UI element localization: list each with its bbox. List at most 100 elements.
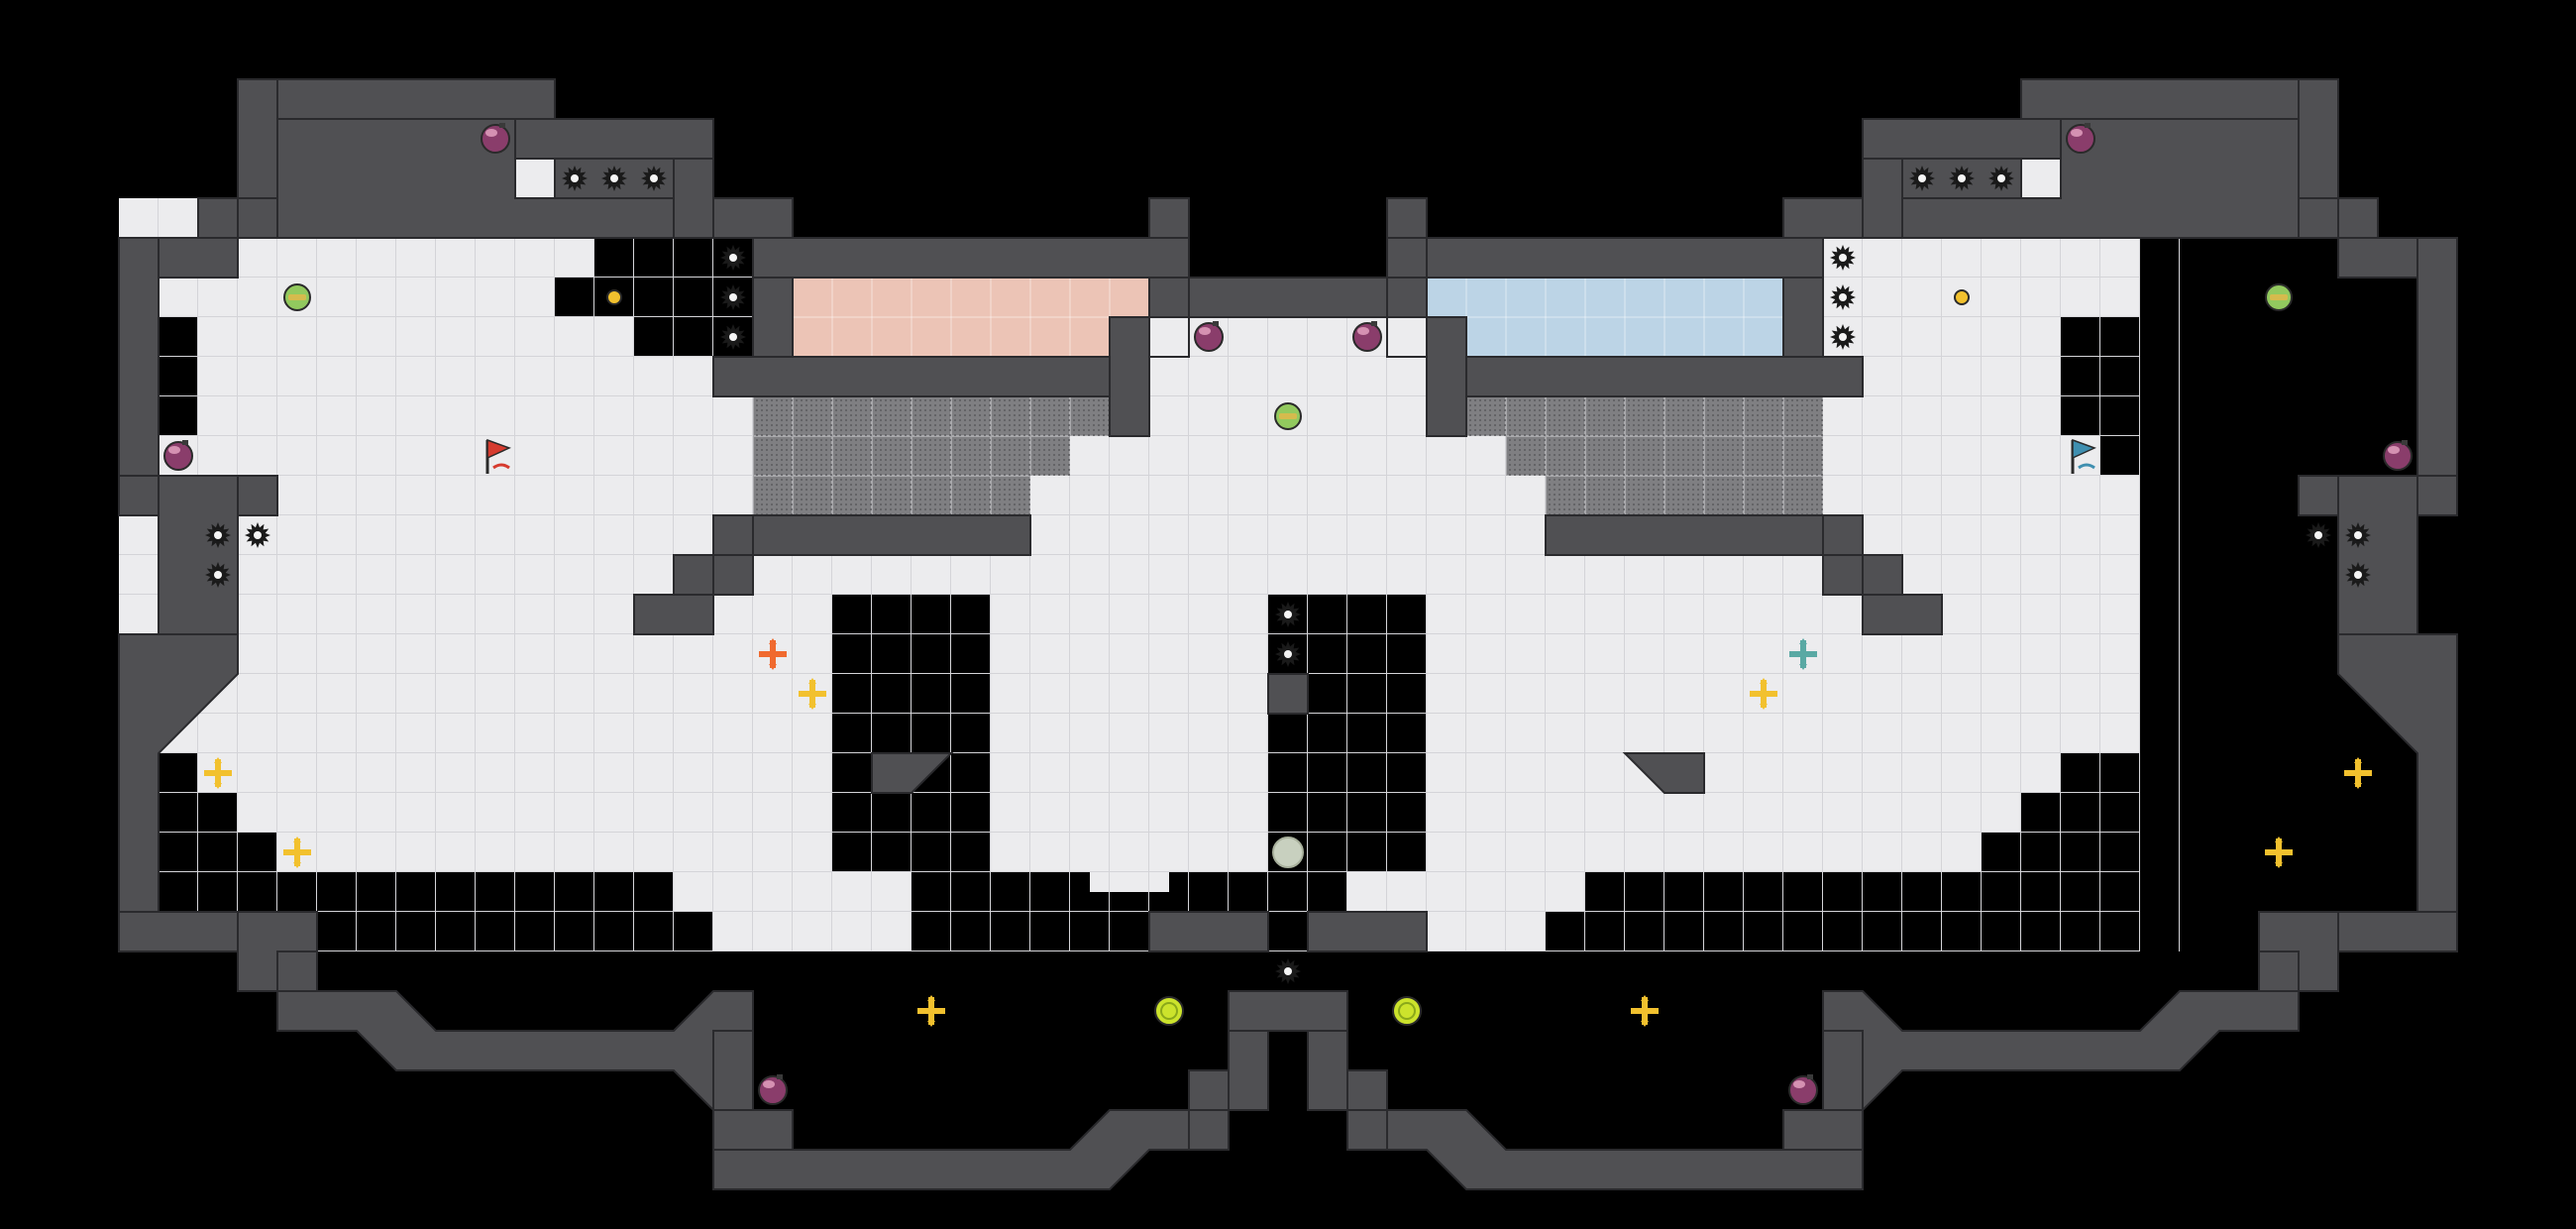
powerup-orb-icon [2265, 283, 2293, 311]
boost-icon [2344, 757, 2372, 789]
spike-icon [641, 166, 667, 191]
walls [118, 78, 2458, 1190]
inner-wall [1109, 316, 1150, 437]
button-icon [1954, 289, 1970, 305]
floor-tile [1546, 833, 1982, 872]
outer-wall [158, 475, 239, 635]
boost-icon [283, 837, 311, 868]
spike-icon [720, 324, 746, 350]
outer-wall [237, 78, 278, 199]
outer-wall [712, 1109, 794, 1151]
bomb-icon [163, 440, 193, 471]
outer-wall [1386, 237, 1824, 279]
boost-icon [917, 995, 945, 1027]
spike-icon [720, 245, 746, 271]
outer-wall [118, 237, 160, 516]
outer-wall [2020, 78, 2339, 120]
speed-tile [753, 436, 1070, 476]
spike-icon [2345, 522, 2371, 548]
outer-wall [1862, 118, 2062, 160]
floor-tile [119, 278, 555, 317]
boost-icon [2265, 837, 2293, 868]
outer-wall [2337, 475, 2418, 635]
speed-tile [753, 396, 1110, 436]
void-area [119, 79, 238, 198]
floor-tile [713, 912, 912, 951]
outer-wall [2416, 237, 2458, 516]
inner-wall [633, 594, 714, 635]
inner-wall [1426, 316, 1467, 437]
spike-icon [2345, 562, 2371, 588]
powerup-orb-icon [283, 283, 311, 311]
spike-icon [1830, 284, 1856, 310]
outer-wall [514, 118, 714, 160]
speed-tile [1506, 436, 1823, 476]
inner-wall [871, 752, 954, 794]
outer-wall [1782, 1109, 1864, 1151]
spike-icon [2306, 522, 2331, 548]
outer-wall [237, 78, 556, 120]
spike-icon [1275, 602, 1301, 627]
inner-wall [1148, 197, 1190, 239]
spike-icon [1949, 166, 1975, 191]
inner-wall [1426, 356, 1864, 397]
boost-icon [204, 757, 232, 789]
red-boost-icon [759, 638, 787, 670]
center-stem-wall [1148, 911, 1269, 952]
boost-icon [1631, 995, 1659, 1027]
outer-wall [673, 158, 714, 239]
speed-tile [1546, 476, 1823, 515]
red-flag-icon [485, 438, 511, 474]
bomb-icon [2066, 123, 2095, 154]
button-icon [606, 289, 622, 305]
spike-icon [245, 522, 270, 548]
center-floor [1090, 833, 1169, 892]
spike-icon [1275, 958, 1301, 984]
bomb-icon [758, 1074, 788, 1105]
spike-icon [1909, 166, 1935, 191]
outer-wall [1782, 197, 1864, 239]
gate-icon [1392, 996, 1422, 1026]
blue-flag-icon [2071, 438, 2096, 474]
outer-wall [1862, 158, 1903, 239]
inner-wall [712, 356, 1150, 397]
void-area [2457, 0, 2576, 1229]
floor-tile [198, 317, 634, 357]
void-area [0, 0, 2576, 79]
spike-icon [1988, 166, 2014, 191]
void-area [0, 1189, 2576, 1229]
outer-wall [712, 197, 794, 239]
bomb-icon [1788, 1074, 1818, 1105]
portal-icon [1272, 837, 1304, 868]
spike-icon [720, 284, 746, 310]
bomb-icon [1352, 321, 1382, 352]
blue-boost-icon [1789, 638, 1817, 670]
inner-wall [1862, 594, 1943, 635]
boost-icon [1750, 678, 1777, 710]
spike-icon [562, 166, 588, 191]
void-area [0, 0, 119, 1229]
gate-icon [1154, 996, 1184, 1026]
spike-icon [205, 562, 231, 588]
spike-icon [1830, 324, 1856, 350]
center-stem-wall [1307, 911, 1428, 952]
powerup-orb-icon [1274, 402, 1302, 430]
speed-tile [753, 476, 1030, 515]
bomb-icon [481, 123, 510, 154]
entities [163, 123, 2413, 1105]
center-stem-wall [1228, 990, 1348, 1032]
outer-wall [752, 237, 1190, 279]
inner-wall [712, 514, 1031, 556]
center-block-wall [1267, 673, 1309, 715]
boost-icon [799, 678, 826, 710]
speed-tile [1466, 396, 1823, 436]
bomb-icon [2383, 440, 2413, 471]
inner-wall [1545, 514, 1864, 556]
outer-wall [2298, 78, 2339, 199]
void-area [1149, 79, 1427, 278]
spike-icon [1275, 641, 1301, 667]
bomb-icon [1194, 321, 1224, 352]
floor-tile [277, 833, 713, 872]
